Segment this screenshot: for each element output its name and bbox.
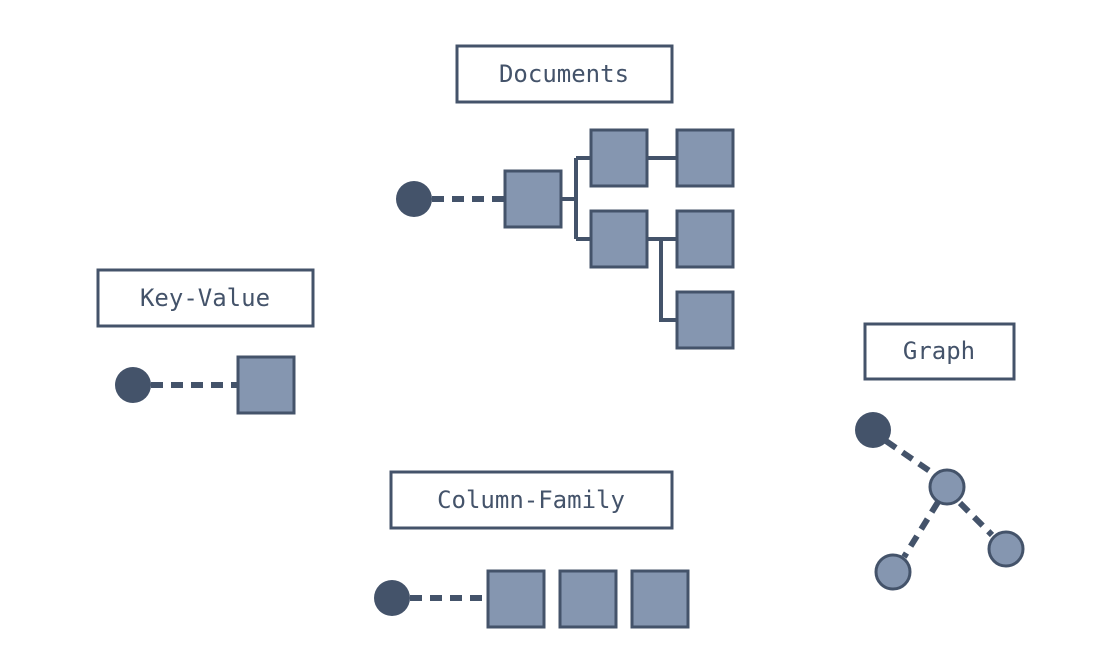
graph-left-node bbox=[874, 553, 912, 591]
documents-child-node-middle bbox=[589, 209, 649, 269]
documents-label: Documents bbox=[499, 60, 629, 88]
graph-label-box: Graph bbox=[863, 322, 1016, 381]
column-family-node-3 bbox=[630, 569, 690, 629]
documents-leaf-node-middle bbox=[675, 209, 735, 269]
column-family-group: Column-Family bbox=[374, 470, 690, 629]
key-value-label-frame bbox=[96, 268, 315, 328]
graph-label: Graph bbox=[903, 337, 975, 365]
documents-label-frame bbox=[455, 44, 674, 104]
column-family-node-2 bbox=[558, 569, 618, 629]
documents-leaf-node-top bbox=[675, 128, 735, 188]
graph-center-node bbox=[928, 468, 966, 506]
graph-right-node bbox=[987, 530, 1025, 568]
column-family-label-box: Column-Family bbox=[389, 470, 674, 530]
column-family-label: Column-Family bbox=[437, 486, 625, 514]
column-family-node-1 bbox=[486, 569, 546, 629]
key-value-label: Key-Value bbox=[140, 284, 270, 312]
graph-label-frame bbox=[863, 322, 1016, 381]
documents-label-box: Documents bbox=[455, 44, 674, 104]
column-family-label-frame bbox=[389, 470, 674, 530]
documents-parent-node bbox=[503, 169, 563, 229]
key-value-label-box: Key-Value bbox=[96, 268, 315, 328]
key-value-root-node bbox=[115, 367, 151, 403]
documents-group: Documents bbox=[396, 44, 735, 350]
graph-edge-root-center bbox=[884, 438, 936, 477]
documents-child-node-top bbox=[589, 128, 649, 188]
key-value-group: Key-Value bbox=[96, 268, 315, 415]
documents-leaf-node-bottom bbox=[675, 290, 735, 350]
graph-group: Graph bbox=[855, 322, 1025, 591]
column-family-root-node bbox=[374, 580, 410, 616]
graph-edge-center-left bbox=[901, 500, 941, 559]
graph-edge-center-right bbox=[957, 500, 995, 538]
documents-link-bottom-right bbox=[659, 239, 677, 322]
graph-root-node bbox=[855, 412, 891, 448]
documents-root-node bbox=[396, 181, 432, 217]
key-value-value-node bbox=[236, 355, 296, 415]
